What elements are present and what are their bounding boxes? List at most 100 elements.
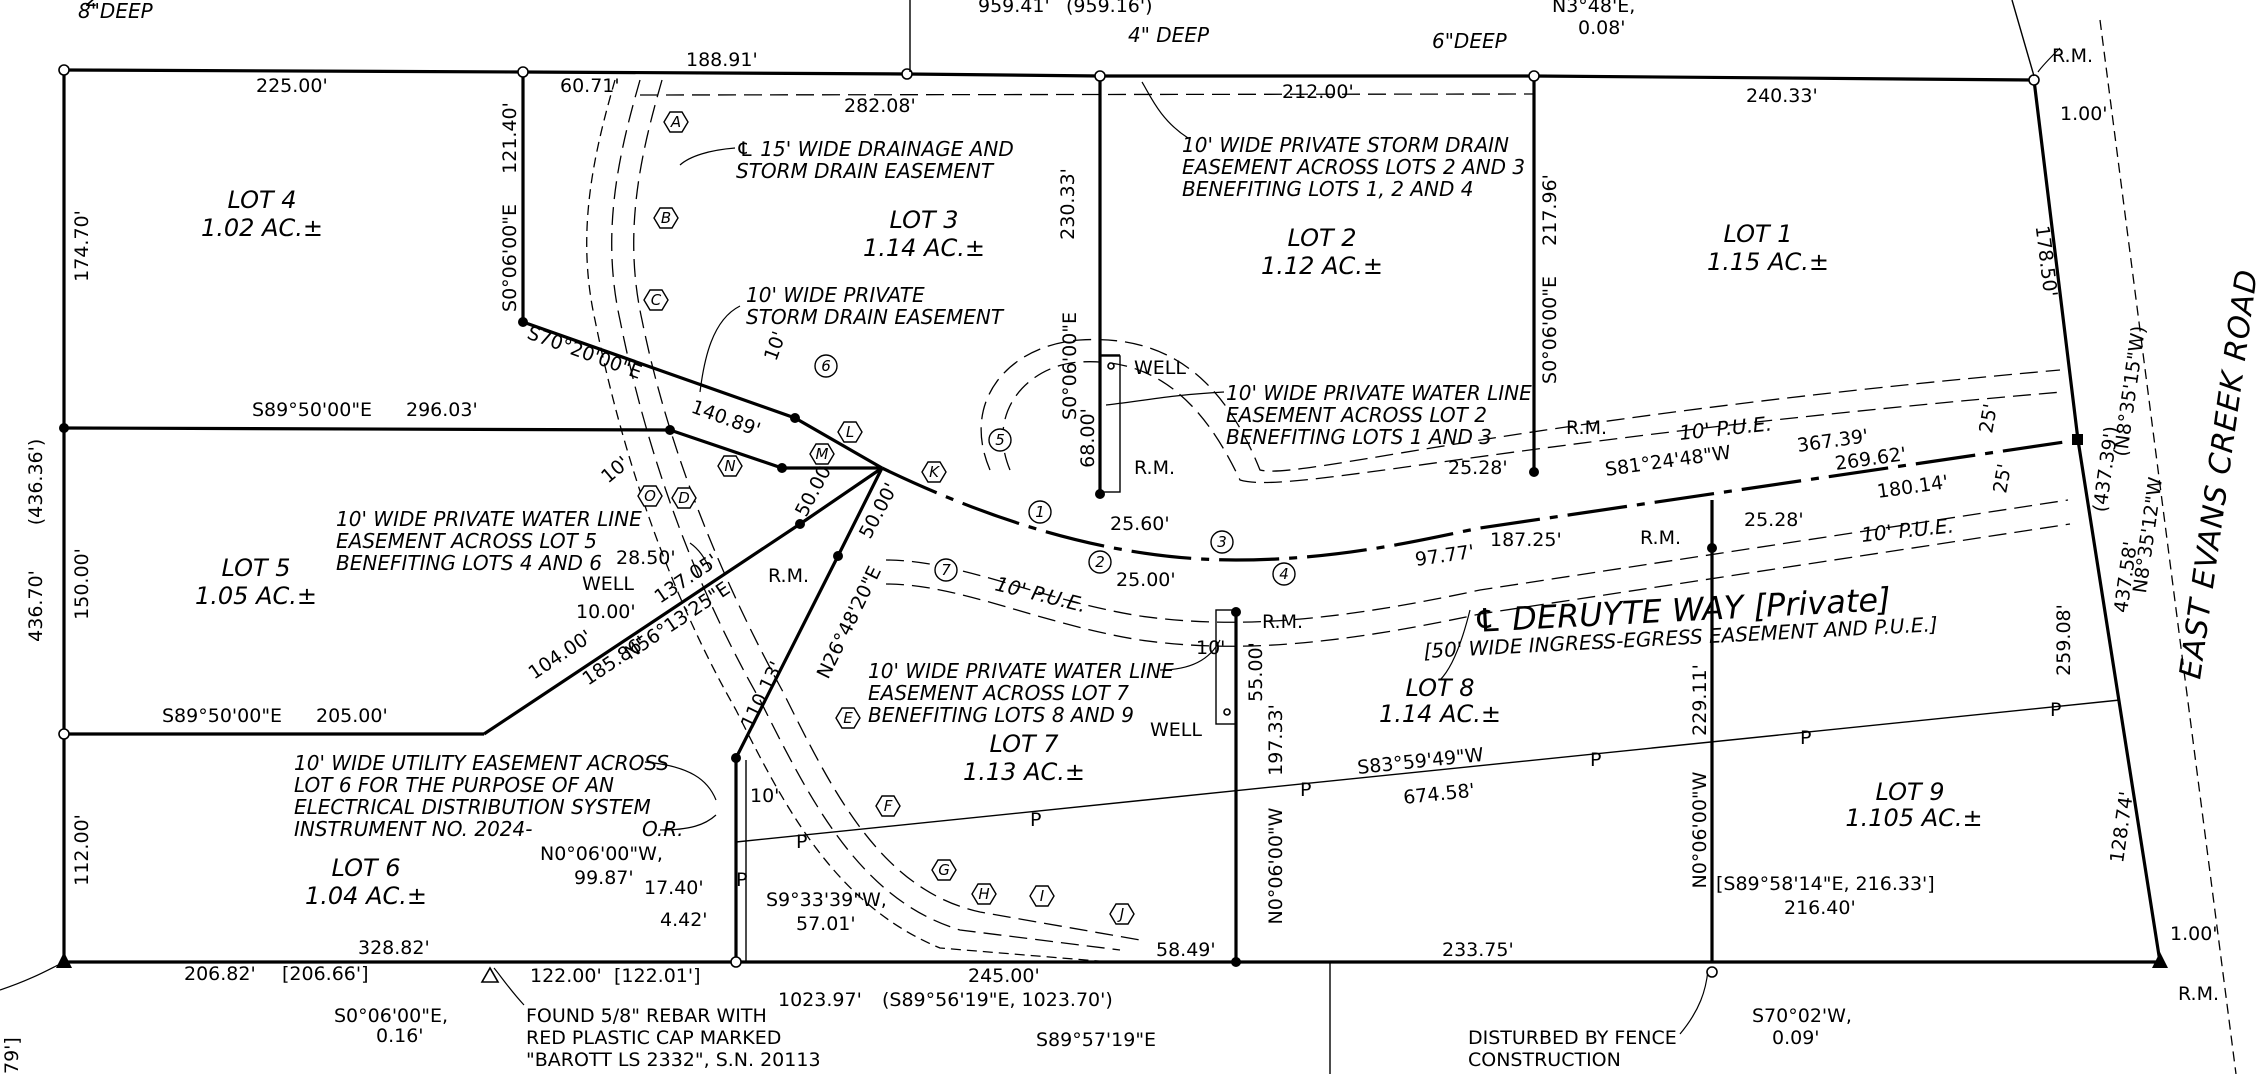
marker-e: E <box>843 709 853 727</box>
bearing-s0-06-a: S0°06'00"E <box>499 204 521 312</box>
dim-282: 282.08' <box>844 95 916 117</box>
water5-note-3: BENEFITING LOTS 4 AND 6 <box>336 551 602 575</box>
left-fragment: 2 <box>86 0 99 11</box>
dim-436-rec: (436.36') <box>25 439 47 526</box>
dim-674: 674.58' <box>1402 780 1476 809</box>
well-label-1: WELL <box>1134 357 1186 379</box>
lot2-name: LOT 2 <box>1287 224 1356 252</box>
dim-212: 212.00' <box>1282 81 1354 103</box>
line-markers: A B C D E F G H I J K L M N O <box>637 111 1135 925</box>
lot6-lot7-line <box>734 467 884 962</box>
rm-label-3: R.M. <box>1640 527 1681 549</box>
lot1-area: 1.15 AC.± <box>1707 248 1829 276</box>
marker-h: H <box>978 885 989 903</box>
dim-97: 97.77' <box>1414 541 1476 571</box>
curve-3: 3 <box>1217 533 1227 551</box>
curve-1: 1 <box>1035 503 1045 521</box>
dim-25-28b: 25.28' <box>1744 509 1804 531</box>
lot4-lot5-line <box>63 426 671 432</box>
bearing-s89-58: [S89°58'14"E, 216.33'] <box>1716 873 1935 895</box>
pue-label-3: 10' P.U.E. <box>993 572 1089 618</box>
lot2-area: 1.12 AC.± <box>1261 252 1383 280</box>
p-marker-4: P <box>1590 749 1601 771</box>
p-marker-3: P <box>1300 779 1311 801</box>
dim-436: 436.70' <box>25 570 47 642</box>
n3-48e-val: 0.08' <box>1578 17 1626 39</box>
dimension-labels: 225.00' 188.91' 60.71' 282.08' 212.00' 2… <box>162 49 1935 987</box>
rm-label-4: R.M. <box>1262 611 1303 633</box>
dim-60: 60.71' <box>560 75 620 97</box>
dim-197: 197.33' <box>1265 704 1287 776</box>
marker-n: N <box>724 457 735 475</box>
bearing-s89-50-a: S89°50'00"E <box>252 399 372 421</box>
bearing-n0-06-c: N0°06'00"W, <box>540 843 663 865</box>
deep-6-label: 6"DEEP <box>1432 29 1508 53</box>
dim-4-42: 4.42' <box>660 909 708 931</box>
lot7-name: LOT 7 <box>989 730 1059 758</box>
lot3-area: 1.14 AC.± <box>863 234 985 262</box>
water7-note-1: 10' WIDE PRIVATE WATER LINE <box>868 659 1174 683</box>
found-note-1: FOUND 5/8" REBAR WITH <box>526 1005 767 1027</box>
lot5-name: LOT 5 <box>221 554 290 582</box>
lot4-name: LOT 4 <box>227 186 296 214</box>
bottom-1023: 1023.97' <box>778 989 862 1011</box>
rm-label-5: R.M. <box>768 565 809 587</box>
curve-4: 4 <box>1279 565 1289 583</box>
deruyte-way-centerline <box>881 438 2079 562</box>
lot3-name: LOT 3 <box>889 206 958 234</box>
rm-se: R.M. <box>2178 983 2219 1005</box>
dim-230: 230.33' <box>1057 168 1079 240</box>
p-marker-2: P <box>1030 809 1041 831</box>
bearing-n8-35-15: (N8°35'15"W) <box>2110 324 2150 458</box>
dim-205: 205.00' <box>316 705 388 727</box>
pue-label-1: 10' P.U.E. <box>1678 411 1773 445</box>
dim-10b: 10' <box>760 329 791 364</box>
bearing-s0-06-b: S0°06'00"E <box>1059 312 1081 420</box>
lot6-area: 1.04 AC.± <box>305 882 427 910</box>
lot-labels: LOT 4 1.02 AC.± LOT 3 1.14 AC.± LOT 2 1.… <box>195 186 1983 910</box>
lot9-name: LOT 9 <box>1875 778 1944 806</box>
dim-10-00: 10.00' <box>576 601 636 623</box>
p-marker-7: P <box>736 869 747 891</box>
lot8-name: LOT 8 <box>1405 674 1474 702</box>
marker-l: L <box>846 423 854 441</box>
dim-229: 229.11' <box>1689 664 1711 736</box>
dim-25a: 25' <box>1975 402 2002 435</box>
lot6-name: LOT 6 <box>331 854 400 882</box>
util-note-4: INSTRUMENT NO. 2024- <box>294 817 532 841</box>
marker-b: B <box>661 209 671 227</box>
well-label-2: WELL <box>582 573 634 595</box>
dim-10a: 10' <box>597 452 634 488</box>
lot7-area: 1.13 AC.± <box>963 758 1085 786</box>
top-959: 959.41' <box>978 0 1050 17</box>
found-note-2: RED PLASTIC CAP MARKED <box>526 1027 781 1049</box>
curve-6: 6 <box>821 357 831 375</box>
lot5-area: 1.05 AC.± <box>195 582 317 610</box>
dim-58: 58.49' <box>1156 939 1216 961</box>
marker-c: C <box>651 291 662 309</box>
lot8-area: 1.14 AC.± <box>1379 700 1501 728</box>
well-label-3: WELL <box>1150 719 1202 741</box>
dim-188: 188.91' <box>686 49 758 71</box>
storm-note-3: BENEFITING LOTS 1, 2 AND 4 <box>1182 177 1473 201</box>
priv-storm-note-2: STORM DRAIN EASEMENT <box>746 305 1005 329</box>
bearing-s83: S83°59'49"W <box>1356 744 1485 779</box>
lot1-name: LOT 1 <box>1723 220 1792 248</box>
s0-06-bottom: S0°06'00"E, <box>334 1005 448 1027</box>
marker-a: A <box>670 113 681 131</box>
bottom-1023-rec: (S89°56'19"E, 1023.70') <box>882 989 1113 1011</box>
bearing-n0-06-a: N0°06'00"W <box>1265 807 1287 924</box>
curve-markers: 1 2 3 4 5 6 7 <box>814 354 1296 586</box>
water7-note-2: EASEMENT ACROSS LOT 7 <box>868 681 1129 705</box>
marker-f: F <box>884 797 893 815</box>
n3-48e: N3°48'E, <box>1552 0 1635 17</box>
lot4-area: 1.02 AC.± <box>201 214 323 242</box>
lot9-area: 1.105 AC.± <box>1845 804 1982 832</box>
dim-328: 328.82' <box>358 937 430 959</box>
fence-note-2: CONSTRUCTION <box>1468 1049 1621 1071</box>
marker-g: G <box>938 861 950 879</box>
dim-10c: 10' <box>750 785 779 807</box>
bearing-n0-06-b: N0°06'00"W <box>1689 771 1711 888</box>
marker-o: O <box>644 487 656 505</box>
